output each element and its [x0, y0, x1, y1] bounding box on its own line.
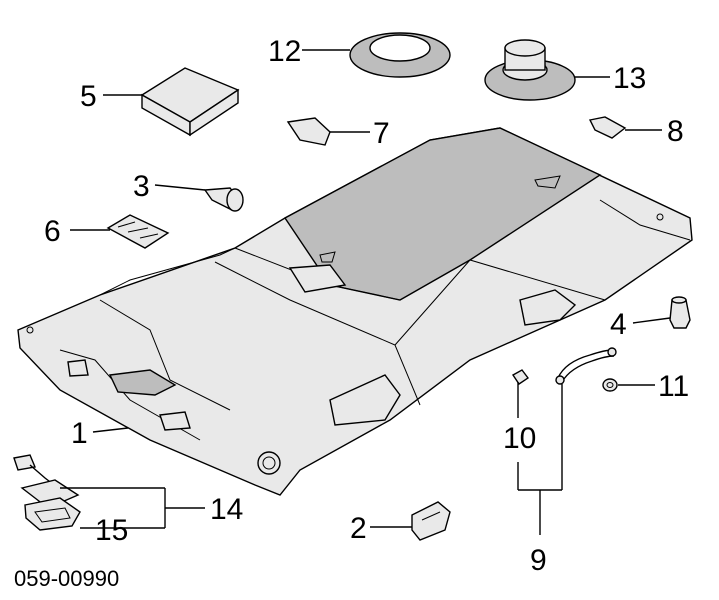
callout-12: 12 — [268, 35, 301, 68]
clip-part-7 — [286, 117, 331, 146]
handle-part-9 — [555, 347, 617, 385]
callout-14: 14 — [210, 493, 243, 526]
reference-code: 059-00990 — [14, 566, 119, 591]
pad-part-5 — [140, 67, 240, 137]
pin-part-3 — [203, 187, 244, 212]
callout-13: 13 — [613, 62, 646, 95]
callout-15: 15 — [95, 514, 128, 547]
callout-2: 2 — [350, 512, 367, 545]
callout-3: 3 — [133, 170, 150, 203]
callout-8: 8 — [667, 115, 684, 148]
leader-lines — [60, 49, 671, 535]
ring-part-12 — [349, 32, 451, 78]
callout-9: 9 — [530, 544, 547, 577]
map-lamp-part-14 — [13, 454, 81, 531]
clip-part-2 — [411, 501, 451, 541]
callout-5: 5 — [80, 80, 97, 113]
bracket-part-6 — [106, 214, 170, 249]
speaker-part-13 — [484, 39, 576, 101]
bracket-part-8 — [588, 116, 627, 139]
grommet-part-11 — [602, 378, 618, 392]
plug-part-10 — [511, 369, 530, 385]
callout-10: 10 — [503, 422, 536, 455]
callout-1: 1 — [71, 417, 88, 450]
callout-7: 7 — [373, 117, 390, 150]
callout-11: 11 — [658, 370, 689, 403]
callout-4: 4 — [610, 308, 627, 341]
fastener-part-4 — [669, 296, 691, 329]
headliner-panel — [17, 127, 693, 496]
callout-6: 6 — [44, 215, 61, 248]
